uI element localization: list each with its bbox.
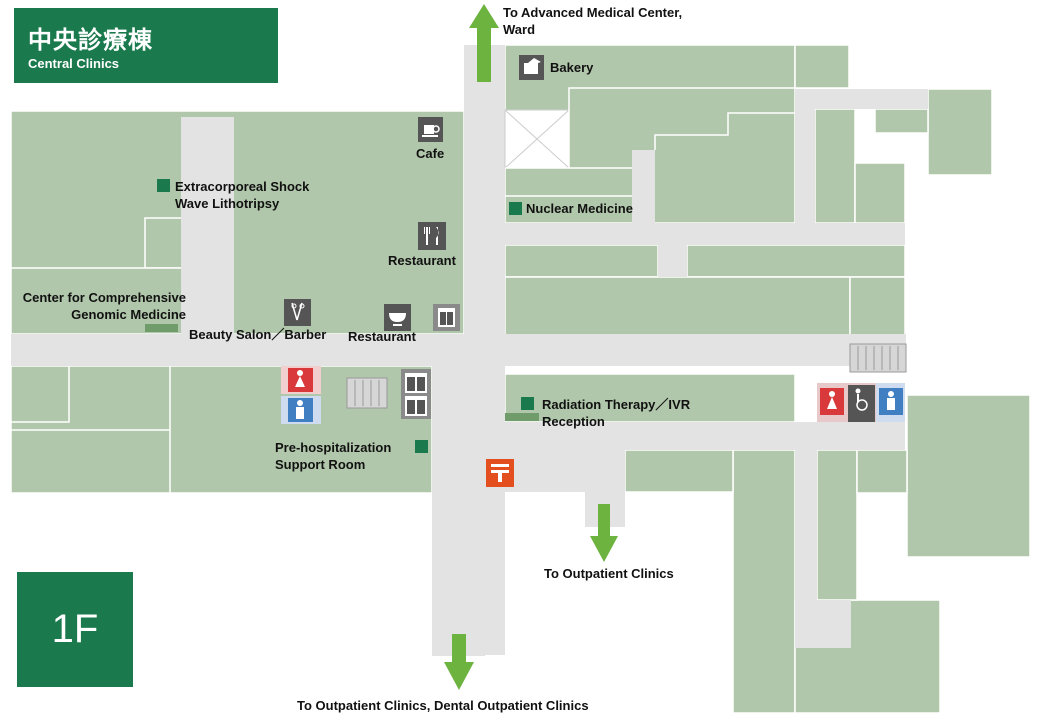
- bakery-icon: [519, 55, 544, 80]
- room-west-mid: [10, 267, 212, 335]
- room-north-right-c: [874, 108, 929, 134]
- genomic-medicine-label: Center for Comprehensive Genomic Medicin…: [22, 290, 186, 322]
- room-east-upper: [814, 108, 856, 224]
- restaurant-bowl-icon: [384, 304, 411, 331]
- building-name-en: Central Clinics: [28, 56, 120, 71]
- eswl-marker: [157, 179, 170, 192]
- beauty-salon-scissors-icon: [284, 299, 311, 326]
- building-name-jp: 中央診療棟: [28, 26, 153, 54]
- post-office-icon: [486, 459, 514, 487]
- room-south-mid: [624, 449, 734, 493]
- corridor-east-top: [795, 89, 928, 109]
- room-lines: [11, 87, 795, 493]
- room-south-right-d: [856, 449, 908, 494]
- corridor-southeast-ns: [795, 450, 817, 600]
- room-mid-strip-b: [686, 244, 906, 278]
- bakery-label: Bakery: [550, 60, 594, 75]
- exit-bottom-label[interactable]: To Outpatient Clinics, Dental Outpatient…: [297, 698, 589, 713]
- room-south-right: [732, 449, 796, 714]
- floor-indicator: 1F: [17, 572, 133, 687]
- building-title-box: 中央診療棟 Central Clinics: [14, 8, 278, 83]
- male-restroom-icon: [281, 396, 321, 424]
- corridor-north-stub: [632, 150, 655, 223]
- room-east-small: [906, 394, 1031, 558]
- restaurant-label-2: Restaurant: [348, 329, 416, 344]
- corridor-south-ns: [432, 366, 485, 656]
- corridor-main-ew: [11, 334, 906, 366]
- room-mid-right: [849, 276, 906, 344]
- male-restroom-east-icon: [879, 388, 903, 415]
- exit-top-label[interactable]: To Advanced Medical Center, Ward: [503, 5, 683, 37]
- corridor-east-ns: [795, 89, 815, 223]
- cafe-label: Cafe: [416, 146, 445, 161]
- corridor-south-ew: [485, 422, 905, 450]
- atrium-void: [504, 109, 570, 169]
- room-markers: [157, 179, 534, 453]
- corridor-north-ew: [505, 223, 905, 245]
- elevator-icon-south: [401, 369, 431, 419]
- down-arrow-icon[interactable]: [590, 504, 618, 562]
- corridor-mid-stub: [658, 245, 687, 277]
- room-mid-strip-a: [504, 244, 659, 278]
- room-north-right-b: [927, 88, 993, 176]
- room-mid-large: [504, 276, 851, 344]
- room-east-upper-2: [854, 162, 906, 224]
- prehospitalization-label: Pre-hospitalization Support Room: [275, 440, 392, 472]
- radiation-marker: [521, 397, 534, 410]
- down-arrow-bottom-icon[interactable]: [444, 634, 474, 690]
- restaurant-label-1: Restaurant: [388, 253, 456, 268]
- up-arrow-icon[interactable]: [469, 4, 499, 82]
- accessible-restroom-icon: [848, 385, 875, 422]
- stairs-east-icon: [849, 343, 907, 373]
- radiation-counter: [505, 413, 539, 421]
- corridors: [11, 45, 928, 656]
- nuclear-medicine-label: Nuclear Medicine: [526, 201, 633, 216]
- room-sw-small: [10, 365, 70, 423]
- elevator-icon: [433, 304, 460, 331]
- room-north-right-a: [794, 44, 850, 89]
- stairs-icon: [346, 377, 388, 409]
- exit-middle-label[interactable]: To Outpatient Clinics: [544, 566, 674, 581]
- genomic-counter: [145, 324, 178, 332]
- nuclear-marker: [509, 202, 522, 215]
- radiation-therapy-label: Radiation Therapy／IVR Reception: [542, 397, 691, 429]
- female-restroom-east-icon: [820, 388, 844, 415]
- corridor-southeast-low: [795, 600, 851, 648]
- eswl-label: Extracorporeal Shock Wave Lithotripsy: [175, 179, 310, 211]
- prehosp-marker: [415, 440, 428, 453]
- female-restroom-icon: [281, 366, 321, 394]
- corridor-west-ns: [181, 117, 234, 334]
- room-south-right-c: [816, 449, 858, 601]
- restaurant-fork-knife-icon: [418, 222, 446, 250]
- beauty-salon-label: Beauty Salon／Barber: [189, 327, 327, 342]
- cafe-icon: [418, 117, 443, 142]
